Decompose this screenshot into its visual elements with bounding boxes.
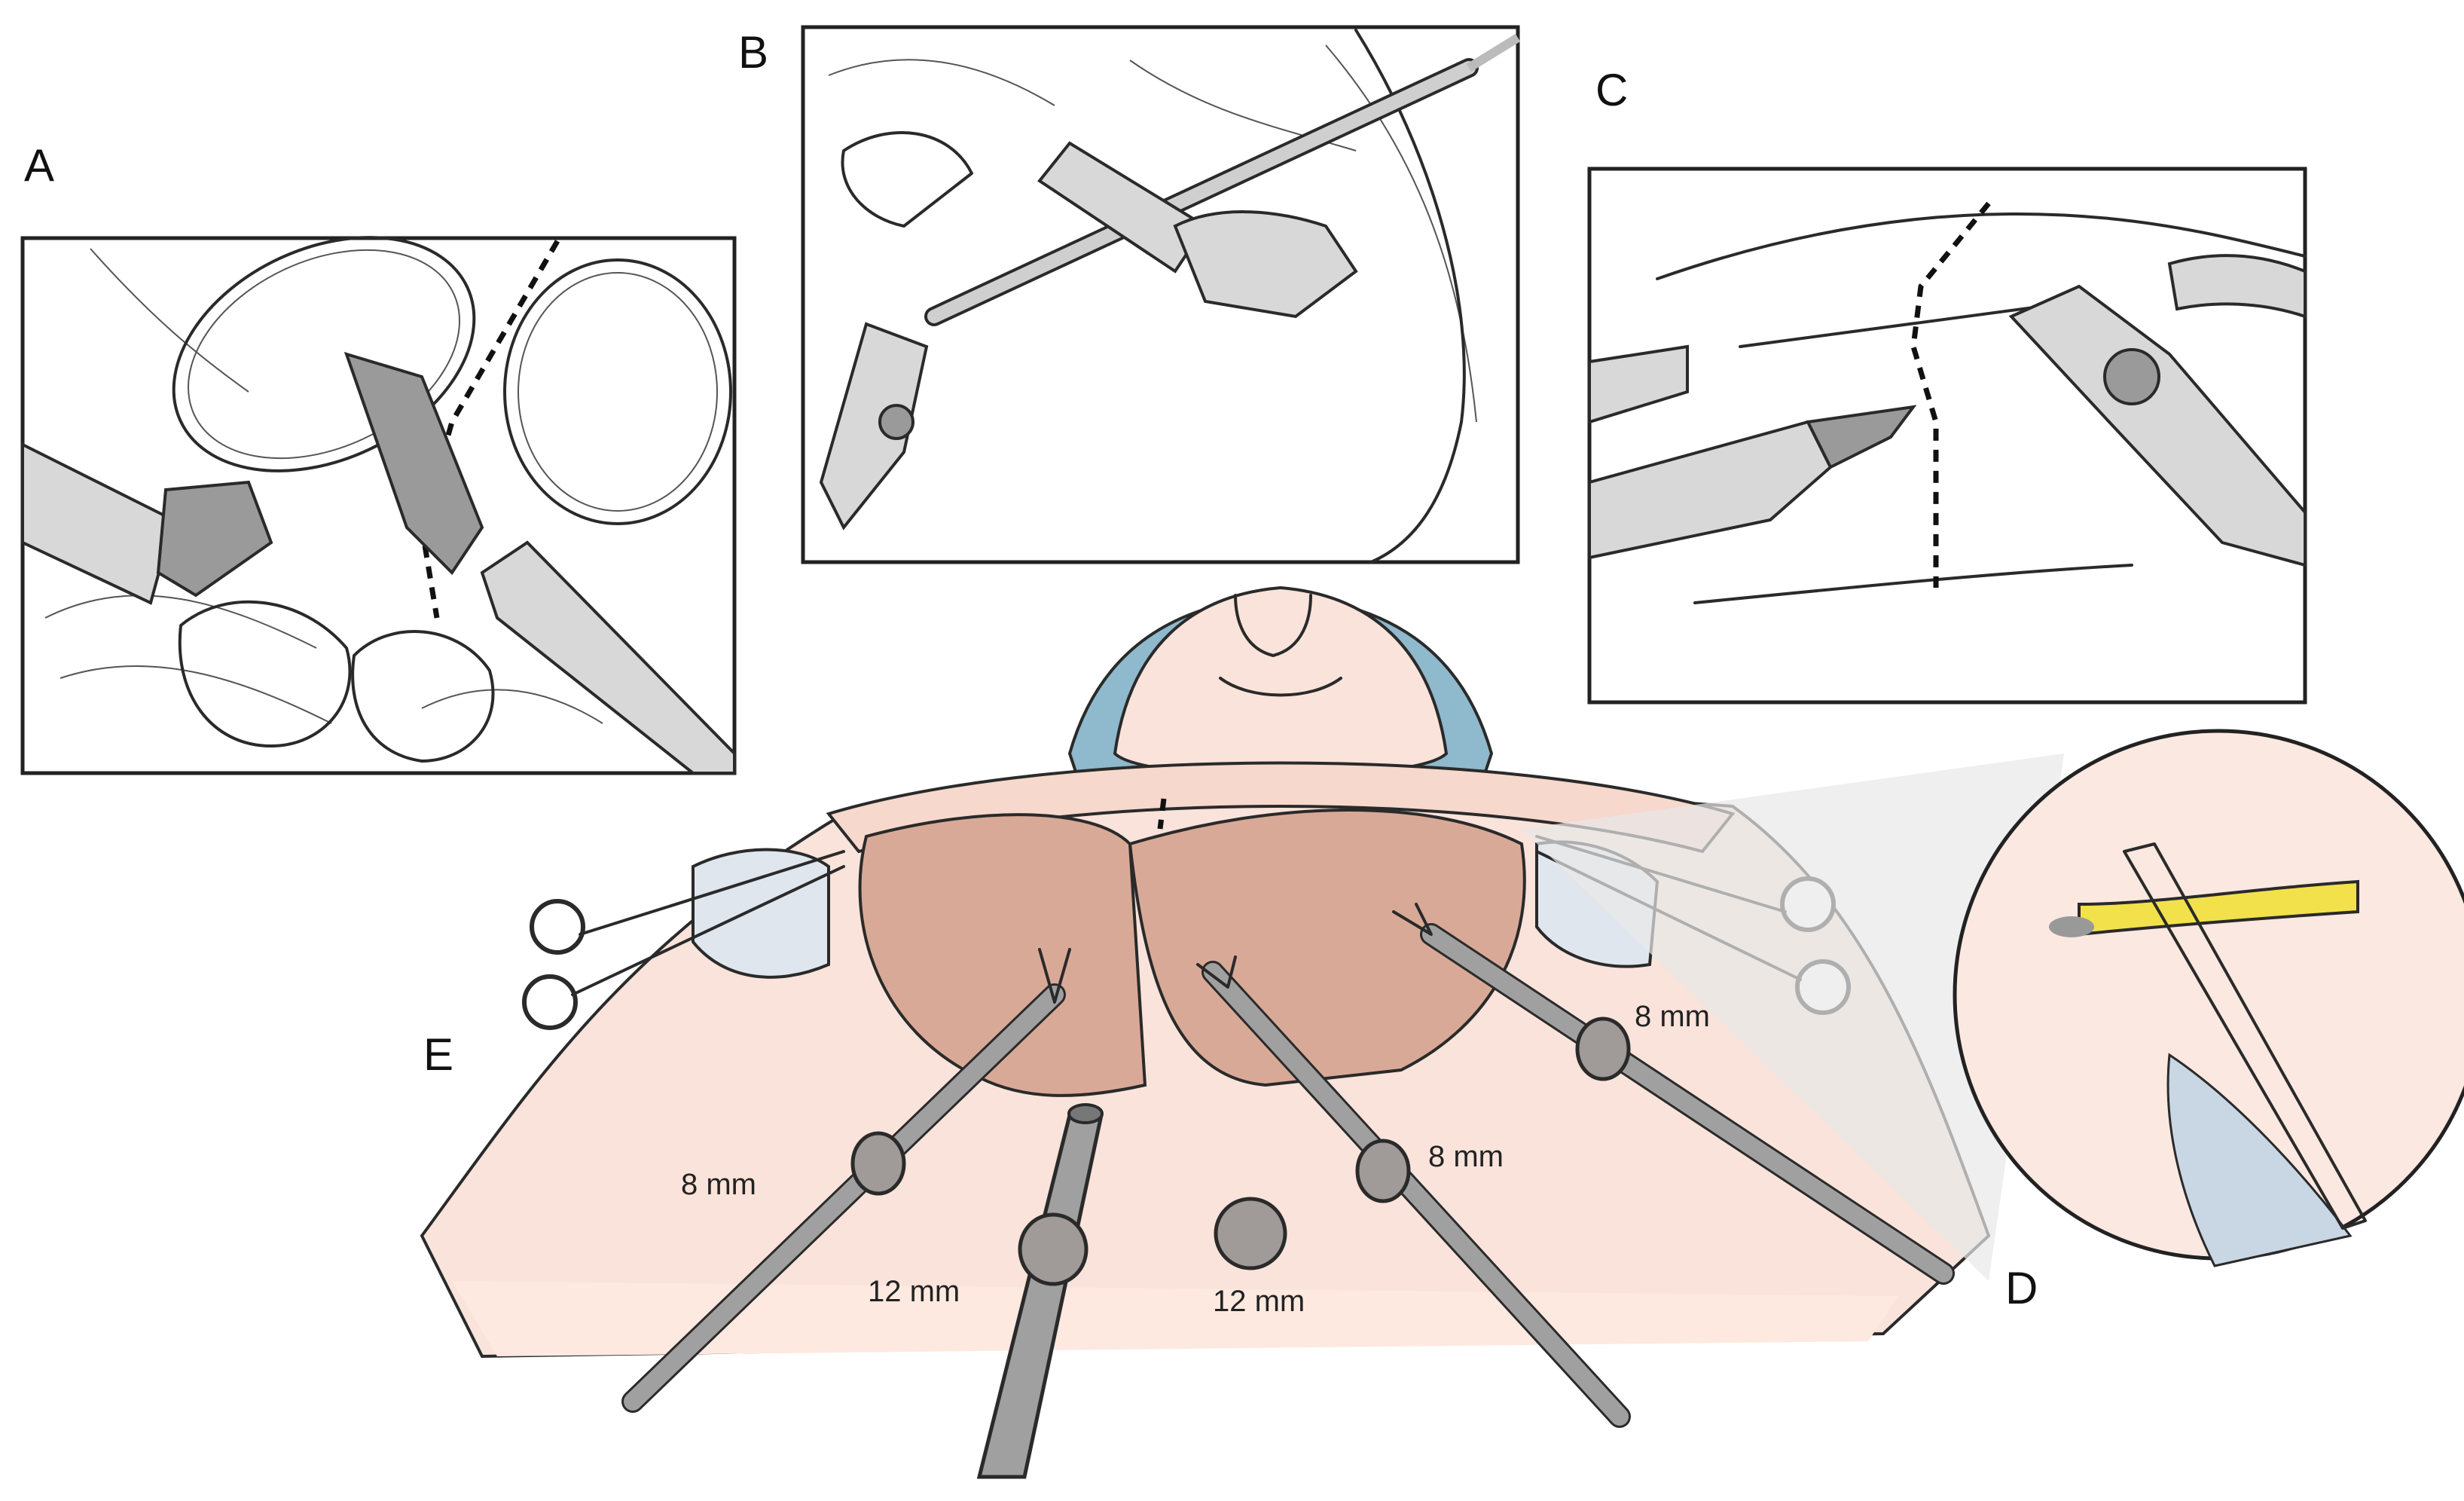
port-ring-right	[1575, 1016, 1631, 1081]
drain-tube	[2078, 879, 2359, 937]
instrument-left	[621, 948, 1071, 1413]
panel-c-label: C	[1595, 65, 1628, 115]
panel-d-label: D	[2005, 1263, 2038, 1313]
panel-d: D	[1953, 729, 2464, 1313]
breast-flap-left	[858, 813, 1147, 1097]
port-label-center-12mm: 12 mm	[1213, 1285, 1305, 1318]
hemostat-left	[522, 850, 845, 1030]
port-label-left-12mm: 12 mm	[868, 1275, 960, 1308]
panel-b-frame	[801, 25, 1520, 564]
panel-e-label: E	[423, 1029, 453, 1080]
instrument-center-right	[1196, 955, 1631, 1428]
panel-c-drawing	[1588, 201, 2307, 604]
port-center	[1214, 1197, 1287, 1270]
panel-b: B	[738, 25, 1521, 564]
camera-port	[976, 1103, 1104, 1479]
panel-c: C	[1587, 65, 2307, 705]
breast-flap-right	[1128, 809, 1526, 1087]
port-label-right-upper-8mm: 8 mm	[1635, 1000, 1710, 1033]
port-label-right-lower-8mm: 8 mm	[1428, 1140, 1504, 1173]
panel-a: A	[20, 140, 737, 775]
instrument-right	[1392, 903, 1955, 1285]
scissors-instrument	[2123, 842, 2367, 1230]
panel-b-label: B	[738, 27, 768, 78]
panel-a-drawing	[21, 236, 736, 775]
zoom-wedge	[1522, 754, 2064, 1281]
panel-b-drawing	[819, 29, 1521, 564]
port-ring-center-right	[1355, 1139, 1411, 1203]
port-ring-camera	[1018, 1212, 1088, 1286]
port-label-left-8mm: 8 mm	[681, 1168, 756, 1201]
panel-a-label: A	[24, 140, 54, 191]
port-ring-left	[850, 1131, 906, 1196]
panel-e: E	[420, 585, 2064, 1479]
